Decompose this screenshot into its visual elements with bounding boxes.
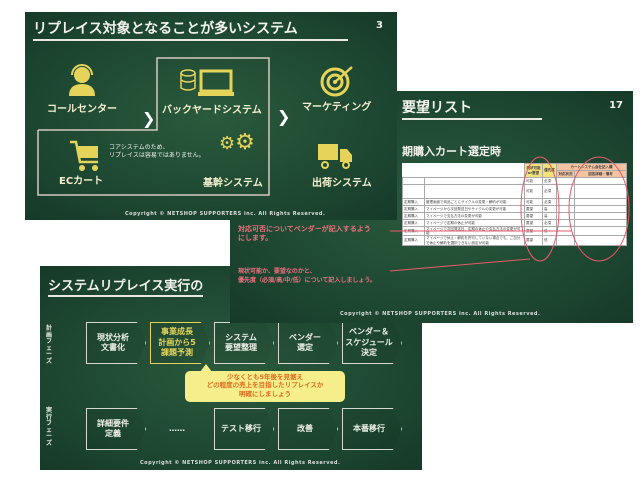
database-laptop-icon	[180, 69, 234, 96]
annotation-priority: 現状可能か、要望なのかと、 優先度（必須/高/中/低）について記入しましょう。	[238, 267, 376, 285]
label-marketing: マーケティング	[302, 102, 372, 113]
note-core-system: コアシステムのため、 リプレイスは容易ではありません。	[109, 144, 205, 161]
copyright: Copyright © NETSHOP SUPPORTERS inc. All …	[340, 311, 541, 317]
callout-line: 明確にしましょう	[239, 389, 291, 398]
backyard-frame	[37, 57, 270, 196]
callout-pointer	[200, 364, 212, 372]
page-number: 3	[376, 20, 383, 31]
label-core-system: 基幹システム	[203, 178, 263, 189]
callout-note: 少なくとも5年後を見据え どの程度の売上を目指したリプレイスか 明確にしましょう	[185, 371, 345, 402]
copyright: Copyright © NETSHOP SUPPORTERS inc. All …	[140, 460, 341, 466]
process-step: 詳細要件 定義	[86, 408, 146, 450]
annotation-line: 優先度（必須/高/中/低）について記入しましょう。	[238, 277, 377, 284]
gears-icon: ⚙⚙	[219, 130, 255, 155]
process-step: 現状分析 文書化	[86, 322, 146, 364]
table-row: 定期購入管理画面で商品ごとにサイクルの変更・解約が可能可能必須	[402, 198, 627, 206]
request-table: 現状可能or要望優先度カートシステム会社記入欄 対応状況回答詳細・備考 可能必須…	[402, 163, 627, 246]
process-step: 事業成長 計画から5 課題予測	[150, 322, 210, 364]
target-icon	[320, 66, 353, 97]
process-step: 改善	[278, 408, 338, 450]
label-ec-cart: ECカート	[59, 176, 104, 187]
annotation-line: 現状可能か、要望なのかと、	[238, 268, 316, 275]
label-backyard-system: バックヤードシステム	[162, 105, 262, 116]
table-row: 定期購入マイページで休止・解約を許可していない場合でも、ご自分で休止や解約を選択…	[402, 235, 627, 246]
process-step: テスト移行	[214, 408, 274, 450]
table-row: 定期購入マイページで定期の休止が可能要望必須	[402, 219, 627, 227]
process-step: ベンダー 選定	[278, 322, 338, 364]
slide-subtitle: 期購入カート選定時	[402, 145, 501, 158]
truck-icon	[318, 144, 352, 169]
chevron-right-icon: ❯	[277, 107, 291, 126]
shopping-cart-icon	[70, 140, 98, 171]
slide-title: リプレイス対象となることが多いシステム	[33, 18, 348, 41]
chevron-right-icon: ❯	[142, 109, 156, 128]
annotation-line: にします。	[238, 234, 273, 243]
note-line: コアシステムのため、	[109, 144, 169, 151]
slide-replace-targets[interactable]: リプレイス対象となることが多いシステム 3 コールセンター バックヤードシステム…	[25, 12, 397, 220]
label-call-center: コールセンター	[47, 104, 117, 115]
phase-label-plan: 計画フェーズ	[46, 325, 53, 365]
process-step: ……	[169, 423, 185, 433]
copyright: Copyright © NETSHOP SUPPORTERS inc. All …	[125, 211, 326, 217]
page-number: 17	[609, 100, 623, 111]
process-step: 本番移行	[342, 408, 402, 450]
callout-line: どの程度の売上を目指したリプレイスか	[206, 381, 324, 390]
headset-icon	[69, 64, 95, 96]
slide-title: 要望リスト	[402, 97, 542, 120]
annotation-marks	[389, 156, 630, 272]
annotation-line: 対応可否についてベンダーが記入するよう	[238, 225, 371, 233]
slide-title: システムリプレイス実行の	[48, 275, 204, 297]
process-step: システム 要望整理	[214, 322, 274, 364]
annotation-vendor: 対応可否についてベンダーが記入するよう にします。	[238, 225, 371, 243]
process-step: ベンダー＆ スケジュール 決定	[342, 322, 402, 364]
callout-line: 少なくとも5年後を見据え	[226, 373, 304, 381]
note-line: リプレイスは容易ではありません。	[109, 152, 205, 160]
label-shipping-system: 出荷システム	[312, 178, 372, 189]
phase-label-exec: 実行フェーズ	[46, 407, 53, 447]
